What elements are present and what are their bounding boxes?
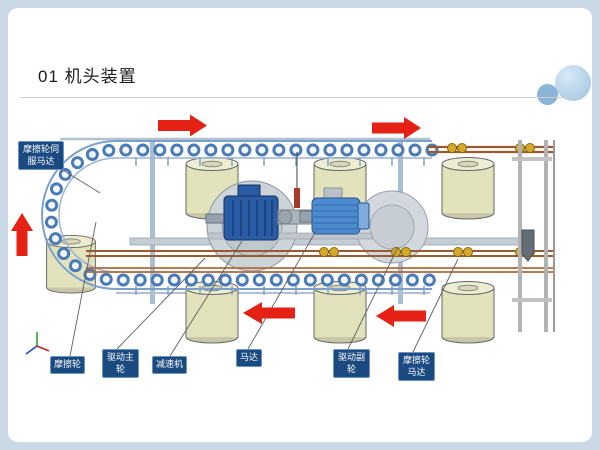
roller-bottom-2 <box>313 281 367 344</box>
hanger-ticks <box>135 157 425 295</box>
axis-x <box>36 345 50 352</box>
chain-links-inner <box>47 146 436 284</box>
gearbox-fins <box>232 200 273 236</box>
end-hook <box>521 229 535 262</box>
decorative-circle-large <box>555 65 591 101</box>
leader-servo-motor <box>57 166 101 194</box>
leader-reducer <box>169 240 243 357</box>
roller-top-3 <box>441 157 495 220</box>
slide: 01 机头装置 <box>8 8 592 442</box>
motor <box>299 187 370 235</box>
drive-base-plate <box>207 232 373 240</box>
right-end-assembly <box>512 140 555 332</box>
slide-title: 01 机头装置 <box>38 67 137 86</box>
arrow-left-up <box>11 213 33 256</box>
gearbox-shaft <box>205 213 225 224</box>
label-friction-wheel-servo-motor: 摩擦轮伺服马达 <box>18 141 64 171</box>
axis-z <box>25 345 38 355</box>
arrow-bottom-right-left <box>376 305 426 327</box>
leader-friction-wheel <box>69 221 97 357</box>
machine-diagram <box>11 114 555 357</box>
arrow-top-right-right <box>372 117 421 139</box>
label-drive-sub-wheel: 驱动副轮 <box>333 349 370 379</box>
coordinate-triad <box>25 332 50 355</box>
chain-outer-rail <box>41 140 432 290</box>
leader-drive-sub-wheel <box>347 246 399 350</box>
flow-arrows <box>11 114 426 327</box>
gearbox <box>205 184 279 241</box>
leader-motor <box>247 230 317 350</box>
leader-friction-wheel-motor <box>412 258 459 353</box>
arrow-top-left-right <box>158 114 207 137</box>
leader-drive-main-wheel <box>116 257 206 350</box>
label-drive-main-wheel: 驱动主轮 <box>102 349 139 379</box>
sensor-pin <box>294 152 300 208</box>
label-friction-wheel-motor: 摩擦轮马达 <box>398 352 435 382</box>
leader-lines <box>57 166 459 357</box>
left-support-post <box>150 142 155 304</box>
decorative-circle-small <box>537 84 558 105</box>
arrow-bottom-center-left <box>243 302 295 324</box>
label-friction-wheel: 摩擦轮 <box>50 356 86 374</box>
roller-bottom-1 <box>185 281 239 344</box>
motor-end-cap <box>357 202 370 230</box>
title-divider <box>20 97 580 98</box>
motor-shaft <box>299 210 313 223</box>
roller-bottom-3 <box>441 281 495 344</box>
motor-fins <box>314 204 357 230</box>
motor-terminal-box <box>323 187 343 200</box>
label-reducer: 减速机 <box>152 356 188 374</box>
label-motor: 马达 <box>236 349 263 367</box>
